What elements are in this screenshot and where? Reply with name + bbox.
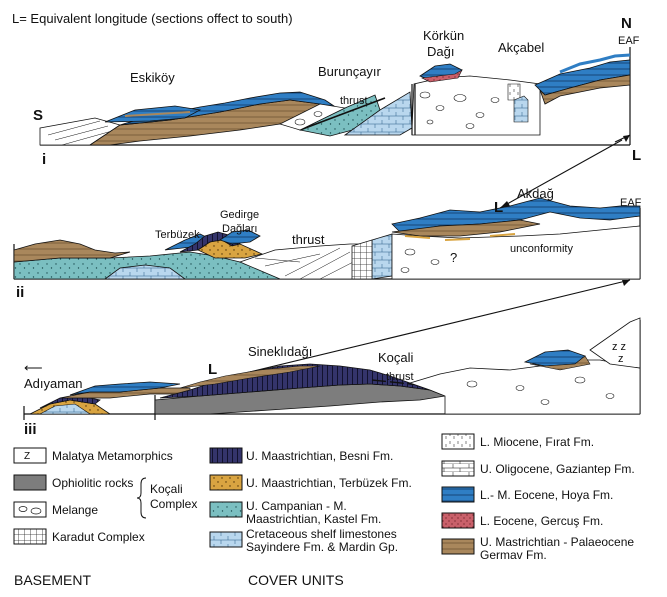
section-i-shelf-central [343, 91, 413, 136]
legend-germav-label-2: Germav Fm. [480, 548, 547, 562]
legend-ophiolite-label: Ophiolitic rocks [52, 476, 133, 490]
legend-terbuzek-label: U. Maastrichtian, Terbüzek Fm. [246, 476, 412, 490]
legend-besni-label: U. Maastrichtian, Besni Fm. [246, 449, 393, 463]
section-ii-terbuzek-unit [197, 239, 264, 259]
place-akcabel: Akçabel [498, 40, 544, 55]
section-i-gercus-korkun [420, 69, 463, 83]
section-iii-metamorphic [589, 317, 641, 369]
longitude-connector-i-ii [499, 139, 623, 209]
section-ii-hoya-gedirge [219, 229, 261, 245]
section-iii-l-label: L [208, 361, 217, 378]
section-ii-germav-strip [391, 219, 541, 237]
section-i-shelf-akcabel [513, 95, 529, 123]
legend-shelf-label-2: Sayindere Fm. & Mardin Gp. [246, 540, 398, 554]
section-i-roman-label: i [42, 151, 46, 168]
place-adiyaman: Adıyaman [24, 376, 83, 391]
swatch-melange [13, 501, 47, 518]
section-ii-shelf-block [371, 233, 393, 280]
legend: Z Malatya Metamorphics Ophiolitic rocks … [13, 433, 635, 588]
section-iii-germav-upper [179, 365, 321, 389]
legend-karadut-label: Karadut Complex [52, 530, 145, 544]
swatch-firat [441, 433, 475, 450]
swatch-malatya-metamorphics [13, 447, 47, 464]
section-ii-germav-left [13, 239, 131, 263]
legend-footer-basement: BASEMENT [14, 572, 91, 588]
legend-kocali-line1: Koçali [150, 482, 183, 496]
place-korkun-line1: Körkün [423, 28, 464, 43]
section-ii-unconformity-label: unconformity [510, 243, 573, 255]
section-ii-karadut [351, 239, 373, 280]
section-iii: z z z iii L ⟵ Adıyaman Sineklıdağı Koçal… [23, 317, 641, 438]
swatch-terbuzek [209, 474, 243, 491]
legend-kocali-line2: Complex [150, 497, 197, 511]
legend-kastel-label-1: U. Campanian - M. [246, 499, 347, 513]
swatch-gercus [441, 512, 475, 529]
swatch-hoya [441, 486, 475, 503]
svg-text:z: z [618, 353, 624, 365]
place-gedirge-line2: Dağları [222, 223, 257, 235]
section-ii-eaf-label: EAF [620, 197, 642, 209]
section-i-melange-a [279, 103, 347, 131]
place-eskikoy: Eskiköy [130, 70, 175, 85]
section-i-germav-right [539, 74, 631, 105]
place-gedirge-line1: Gedirge [220, 209, 259, 221]
section-i-l-label: L [632, 147, 641, 164]
swatch-karadut-complex [13, 528, 47, 545]
section-i-thrust-line [299, 97, 386, 131]
section-ii-thrust-label: thrust [292, 232, 325, 247]
section-i-firat-akcabel [507, 83, 521, 101]
section-iii-roman-label: iii [24, 421, 37, 438]
place-terbuzek: Terbüzek [155, 229, 200, 241]
legend-malatya-label: Malatya Metamorphics [52, 449, 173, 463]
legend-gaziantep-label: U. Oligocene, Gaziantep Fm. [480, 462, 635, 476]
svg-text:z z: z z [612, 341, 626, 353]
svg-text:Z: Z [24, 451, 30, 462]
section-i-eaf-label: EAF [618, 35, 640, 47]
section-ii: ii Terbüzek Gedirge Dağları thrust Akdağ… [13, 186, 642, 301]
figure-caption: L= Equivalent longitude (sections offect… [12, 11, 293, 26]
place-kocali: Koçali [378, 350, 414, 365]
swatch-besni [209, 447, 243, 464]
section-ii-l-label: L [494, 199, 503, 216]
section-iii-thrust-label: thrust [386, 371, 414, 383]
place-sineklidagi: Sineklıdağı [248, 344, 312, 359]
longitude-connector-ii-iii [224, 279, 631, 379]
section-ii-question-mark: ? [450, 250, 457, 265]
swatch-gaziantep [441, 460, 475, 477]
section-i: S i Eskiköy Burunçayır thrust Körkün Dağ… [33, 28, 641, 168]
section-iii-adiyaman-arrow: ⟵ [24, 360, 43, 375]
legend-shelf-label-1: Cretaceous shelf limestones [246, 527, 397, 541]
swatch-ophiolitic-rocks [13, 474, 47, 491]
legend-footer-cover: COVER UNITS [248, 572, 344, 588]
section-iii-shelf-left [39, 403, 91, 415]
section-iii-melange [408, 359, 641, 415]
place-akdag: Akdağ [517, 186, 554, 201]
section-iii-germav-right [529, 355, 591, 371]
legend-germav-label-1: U. Mastrichtian - Palaeocene [480, 535, 634, 549]
section-ii-roman-label: ii [16, 284, 24, 301]
section-i-thrust-label: thrust [340, 95, 368, 107]
legend-firat-label: L. Miocene, Fırat Fm. [480, 435, 594, 449]
swatch-kastel [209, 501, 243, 518]
kocali-complex-brace [136, 477, 147, 519]
legend-hoya-label: L.- M. Eocene, Hoya Fm. [480, 488, 613, 502]
section-iii-hoya-left [69, 381, 181, 396]
place-korkun-line2: Dağı [427, 44, 454, 59]
section-ii-shelf-bump [103, 264, 187, 280]
north-label: N [621, 15, 632, 32]
legend-kastel-label-2: Maastrichtian, Kastel Fm. [246, 512, 381, 526]
swatch-shelf-limestones [209, 531, 243, 548]
legend-melange-label: Melange [52, 503, 98, 517]
place-buruncayir: Burunçayır [318, 64, 382, 79]
section-i-south-label: S [33, 107, 43, 124]
swatch-germav [441, 538, 475, 555]
legend-gercus-label: L. Eocene, Gercuş Fm. [480, 514, 603, 528]
